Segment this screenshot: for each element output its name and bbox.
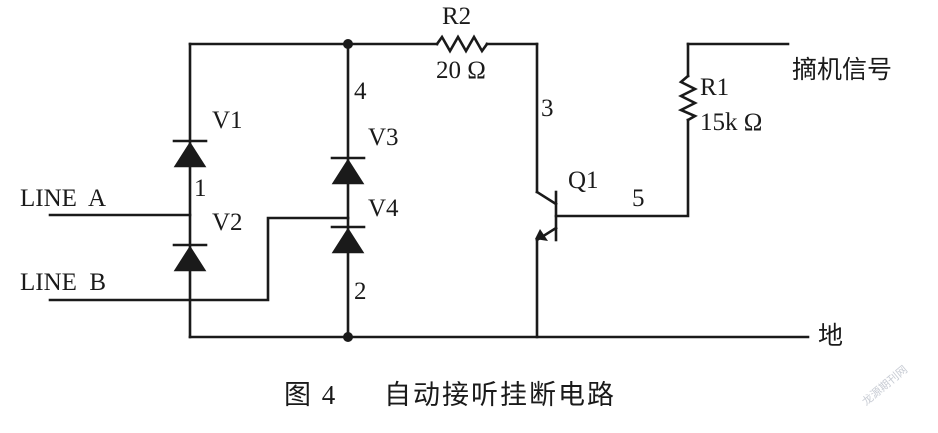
label-node-3: 3 (541, 95, 554, 122)
diode-v4 (330, 225, 366, 254)
label-v4: V4 (368, 195, 399, 222)
label-r1-value: 15k Ω (700, 109, 762, 136)
transistor-q1 (535, 190, 558, 242)
label-node-1: 1 (194, 175, 207, 202)
label-node-2: 2 (354, 278, 367, 305)
wire-base (554, 118, 690, 218)
figure-title: 自动接听挂断电路 (384, 380, 616, 410)
diode-v1 (172, 139, 208, 168)
diode-v3 (330, 156, 366, 185)
label-ground: 地 (818, 322, 843, 350)
wires (48, 42, 810, 339)
transistor-emitter-arrow (535, 229, 548, 241)
label-r2-name: R2 (442, 3, 471, 30)
label-q1: Q1 (568, 167, 599, 194)
junction-dot-bottom (343, 332, 353, 342)
label-v1: V1 (212, 107, 243, 134)
label-r2-value: 20 Ω (436, 57, 486, 84)
label-v3: V3 (368, 124, 399, 151)
label-offhook-signal: 摘机信号 (792, 56, 892, 84)
label-node-4: 4 (354, 78, 367, 105)
label-r1-name: R1 (700, 74, 729, 101)
label-v2: V2 (212, 209, 243, 236)
figure-number: 图 4 (284, 380, 337, 410)
resistor-r2 (435, 34, 489, 54)
label-node-5: 5 (632, 185, 645, 212)
junction-dot-top (343, 39, 353, 49)
label-line-b: LINE B (20, 269, 106, 296)
watermark: 龙源期刊网 (859, 362, 910, 408)
diode-v2 (172, 243, 208, 272)
resistor-r1 (677, 74, 698, 122)
wire-line-b (48, 216, 350, 302)
label-line-a: LINE A (20, 185, 106, 212)
